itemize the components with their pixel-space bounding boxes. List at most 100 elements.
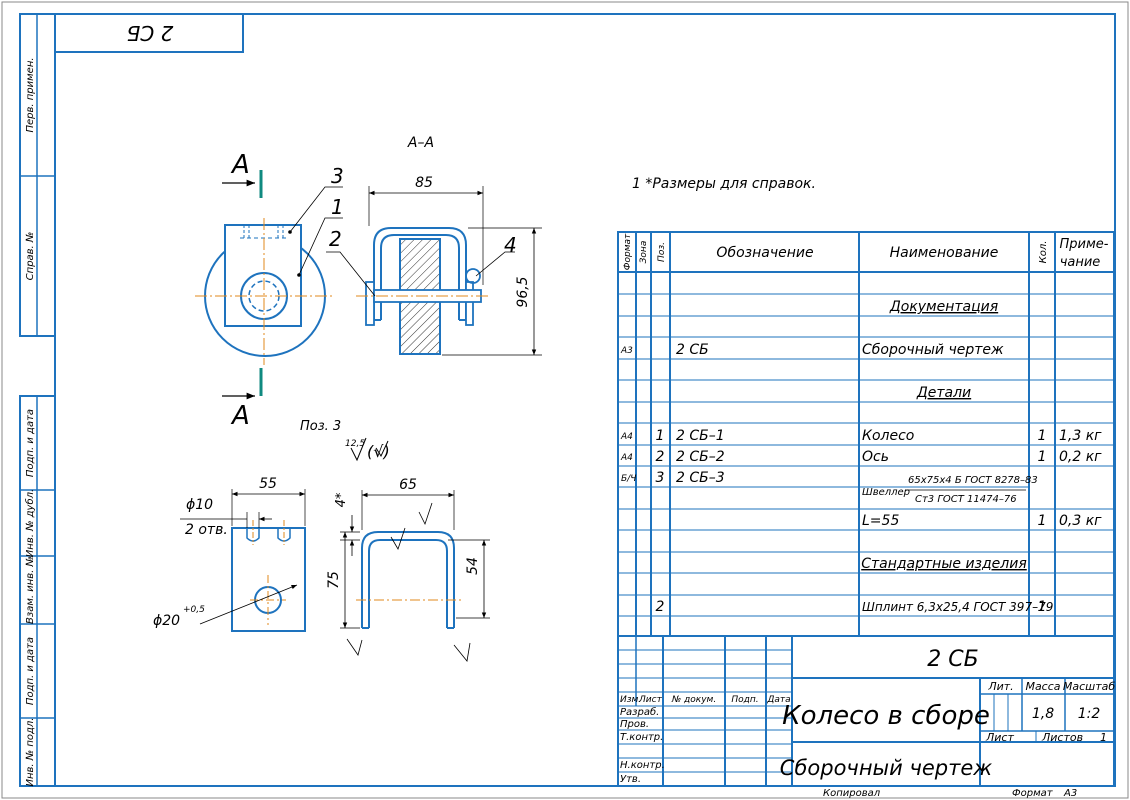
stamp-sheets-value: 1 <box>1100 731 1107 744</box>
roughness-value: 12,5 <box>345 439 365 449</box>
row-qty: 1 <box>1038 428 1047 444</box>
section-view <box>326 186 542 356</box>
dim-85: 85 <box>415 175 433 191</box>
row-format: А3 <box>620 346 633 356</box>
section-parts: Детали <box>916 385 971 401</box>
row-format: А4 <box>620 453 633 463</box>
row-note: 0,2 кг <box>1059 449 1102 465</box>
channel-bottom: Ст3 ГОСТ 11474–76 <box>915 494 1017 505</box>
note-text: 1 *Размеры для справок. <box>632 176 816 192</box>
channel-prefix: Швеллер <box>862 487 910 498</box>
section-documentation: Документация <box>889 299 998 315</box>
row-qty: 1 <box>1038 513 1047 529</box>
leader-3: 3 <box>331 164 344 188</box>
stamp-mass-value: 1,8 <box>1032 706 1054 722</box>
stamp-izm: Изм. <box>620 695 641 705</box>
front-view <box>195 170 343 400</box>
spec-rows: Документация А3 2 СБ Сборочный чертеж Де… <box>620 299 1102 615</box>
leader-1: 1 <box>331 195 344 219</box>
side-label-1: Перв. примен. <box>25 57 36 132</box>
leader-4: 4 <box>504 233 517 257</box>
stamp-lit: Лит. <box>987 680 1013 693</box>
side-labels: Перв. примен. Справ. № Подп. и дата Инв.… <box>24 57 36 786</box>
row-qty: 1 <box>1038 599 1047 615</box>
channel-top: 65х75х4 Б ГОСТ 8278–83 <box>908 475 1038 486</box>
roughness-symbol <box>350 437 389 462</box>
stamp-sheets: Листов <box>1041 731 1083 744</box>
stamp-scale: Масштаб <box>1063 680 1115 693</box>
stamp-doc-no: № докум. <box>671 695 716 705</box>
row-format: Б/Ч <box>621 474 636 484</box>
spec-grid <box>617 231 1115 637</box>
stamp-title: Колесо в сборе <box>782 701 990 731</box>
part3-front <box>180 489 306 632</box>
header-zone: Зона <box>639 241 649 264</box>
header-name: Наименование <box>890 245 999 261</box>
row-name: Шплинт 6,3х25,4 ГОСТ 397–79 <box>862 600 1053 614</box>
side-label-7: Инв. № подл. <box>25 718 36 787</box>
header-note-1: Приме- <box>1060 237 1109 252</box>
row-name: L=55 <box>862 513 899 529</box>
header-designation: Обозначение <box>716 245 813 261</box>
stamp-doc-type: Сборочный чертеж <box>780 756 992 780</box>
side-label-2: Справ. № <box>25 232 36 281</box>
header-note-2: чание <box>1060 255 1101 270</box>
header-pos: Поз. <box>657 242 667 262</box>
row-pos: 1 <box>656 428 665 444</box>
roughness-tail: (√) <box>367 442 390 461</box>
side-label-3: Подп. и дата <box>25 409 36 477</box>
stamp-scale-value: 1:2 <box>1078 706 1101 722</box>
row-designation: 2 СБ <box>676 342 709 358</box>
stamp-list: Лист <box>638 695 663 705</box>
holes-label: 2 отв. <box>185 522 228 538</box>
header-qty: Кол. <box>1038 241 1049 264</box>
mirrored-code: 2 СБ <box>127 21 174 45</box>
stamp-role: Н.контр. <box>620 760 665 771</box>
dim-4: 4* <box>334 492 349 507</box>
dim-phi20-tolerance: +0,5 <box>183 605 205 615</box>
dim-54: 54 <box>465 557 481 575</box>
stamp-sign: Подп. <box>731 695 758 705</box>
stamp-date: Дата <box>766 695 790 705</box>
row-qty: 1 <box>1038 449 1047 465</box>
stamp-role: Разраб. <box>620 706 659 718</box>
stamp-role: Т.контр. <box>620 732 663 743</box>
section-title: А–А <box>407 135 434 151</box>
spec-header: Формат Зона Поз. Обозначение Наименовани… <box>623 233 1109 270</box>
row-note: 0,3 кг <box>1059 513 1102 529</box>
side-label-6: Подп. и дата <box>25 637 36 705</box>
part3-side <box>340 490 490 662</box>
row-pos: 3 <box>656 470 665 486</box>
stamp-format-label: Формат <box>1012 788 1054 799</box>
dim-phi20: ϕ20 <box>153 613 180 629</box>
header-format: Формат <box>623 233 633 270</box>
leader-2: 2 <box>329 227 342 251</box>
stamp-code: 2 СБ <box>927 647 978 672</box>
row-zone: 2 <box>656 599 665 615</box>
side-label-5: Взам. инв. № <box>25 556 36 624</box>
row-note: 1,3 кг <box>1059 428 1102 444</box>
dim-65: 65 <box>399 477 417 493</box>
title-block-grid <box>617 635 1115 787</box>
title-block-text: 2 СБ Колесо в сборе Сборочный чертеж Изм… <box>620 647 1115 785</box>
row-designation: 2 СБ–2 <box>676 449 725 465</box>
stamp-mass: Масса <box>1025 680 1060 693</box>
section-standard: Стандартные изделия <box>861 556 1027 572</box>
row-name: Колесо <box>862 428 914 444</box>
row-name: Ось <box>862 449 889 465</box>
cut-mark-top: А <box>230 150 250 180</box>
stamp-copied: Копировал <box>823 788 881 799</box>
row-designation: 2 СБ–1 <box>676 428 725 444</box>
dim-96-5: 96,5 <box>515 276 531 307</box>
stamp-role: Пров. <box>620 719 649 730</box>
dim-phi10: ϕ10 <box>186 497 213 513</box>
dim-75: 75 <box>326 571 342 589</box>
dim-55: 55 <box>259 476 277 492</box>
cut-mark-bottom: А <box>230 401 250 431</box>
row-format: А4 <box>620 432 633 442</box>
stamp-format-value: А3 <box>1063 788 1077 799</box>
stamp-role: Утв. <box>620 774 641 785</box>
row-pos: 2 <box>656 449 665 465</box>
part3-title: Поз. 3 <box>300 419 341 434</box>
